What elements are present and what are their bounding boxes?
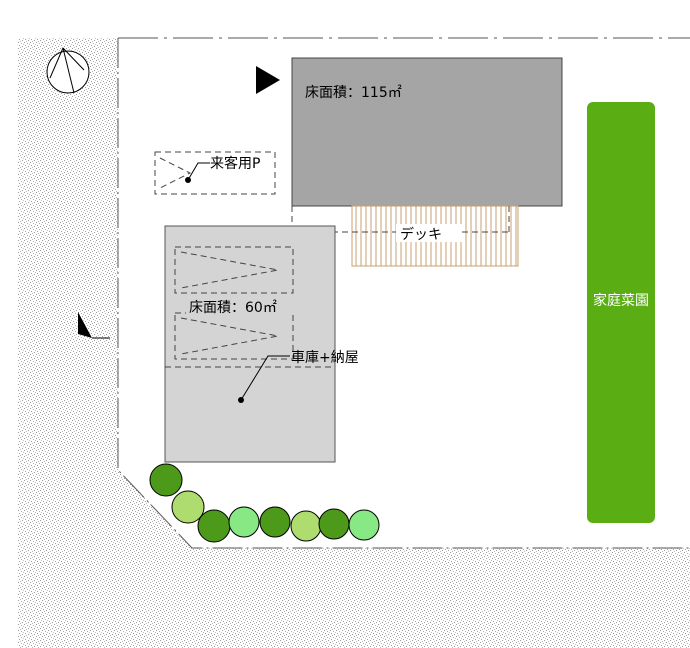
garage-area-label: 床面積：60㎡ [189, 300, 277, 316]
north-compass-icon [46, 47, 90, 94]
property-boundary [117, 37, 690, 549]
garage-parking-lines [165, 246, 335, 368]
visitor-parking [154, 151, 276, 195]
shrub [228, 506, 260, 538]
house-area-label: 床面積：115㎡ [305, 85, 402, 101]
shrub-row [149, 463, 380, 543]
visitor-parking-label: 来客用P [210, 155, 260, 172]
house [291, 57, 563, 207]
garage [164, 225, 336, 463]
shrub [348, 509, 380, 541]
entrance-arrow-icon [256, 66, 280, 94]
surrounding-ground [18, 38, 690, 648]
wind-flag-icon [78, 312, 110, 339]
garage-name-label: 車庫+納屋 [291, 349, 359, 366]
deck-label-bg [396, 224, 462, 242]
deck-label: デッキ [400, 226, 442, 243]
shrub [197, 509, 231, 543]
garage-area-label-bg [186, 297, 304, 315]
shrub [290, 510, 322, 542]
shrub [149, 463, 183, 497]
vegetable-garden [587, 102, 655, 523]
shrub [171, 490, 205, 524]
shrub [318, 508, 350, 540]
visitor-parking-leader [187, 162, 210, 181]
garage-leader [240, 355, 290, 401]
vegetable-garden-label: 家庭菜園 [593, 292, 649, 309]
shrub [259, 506, 291, 538]
